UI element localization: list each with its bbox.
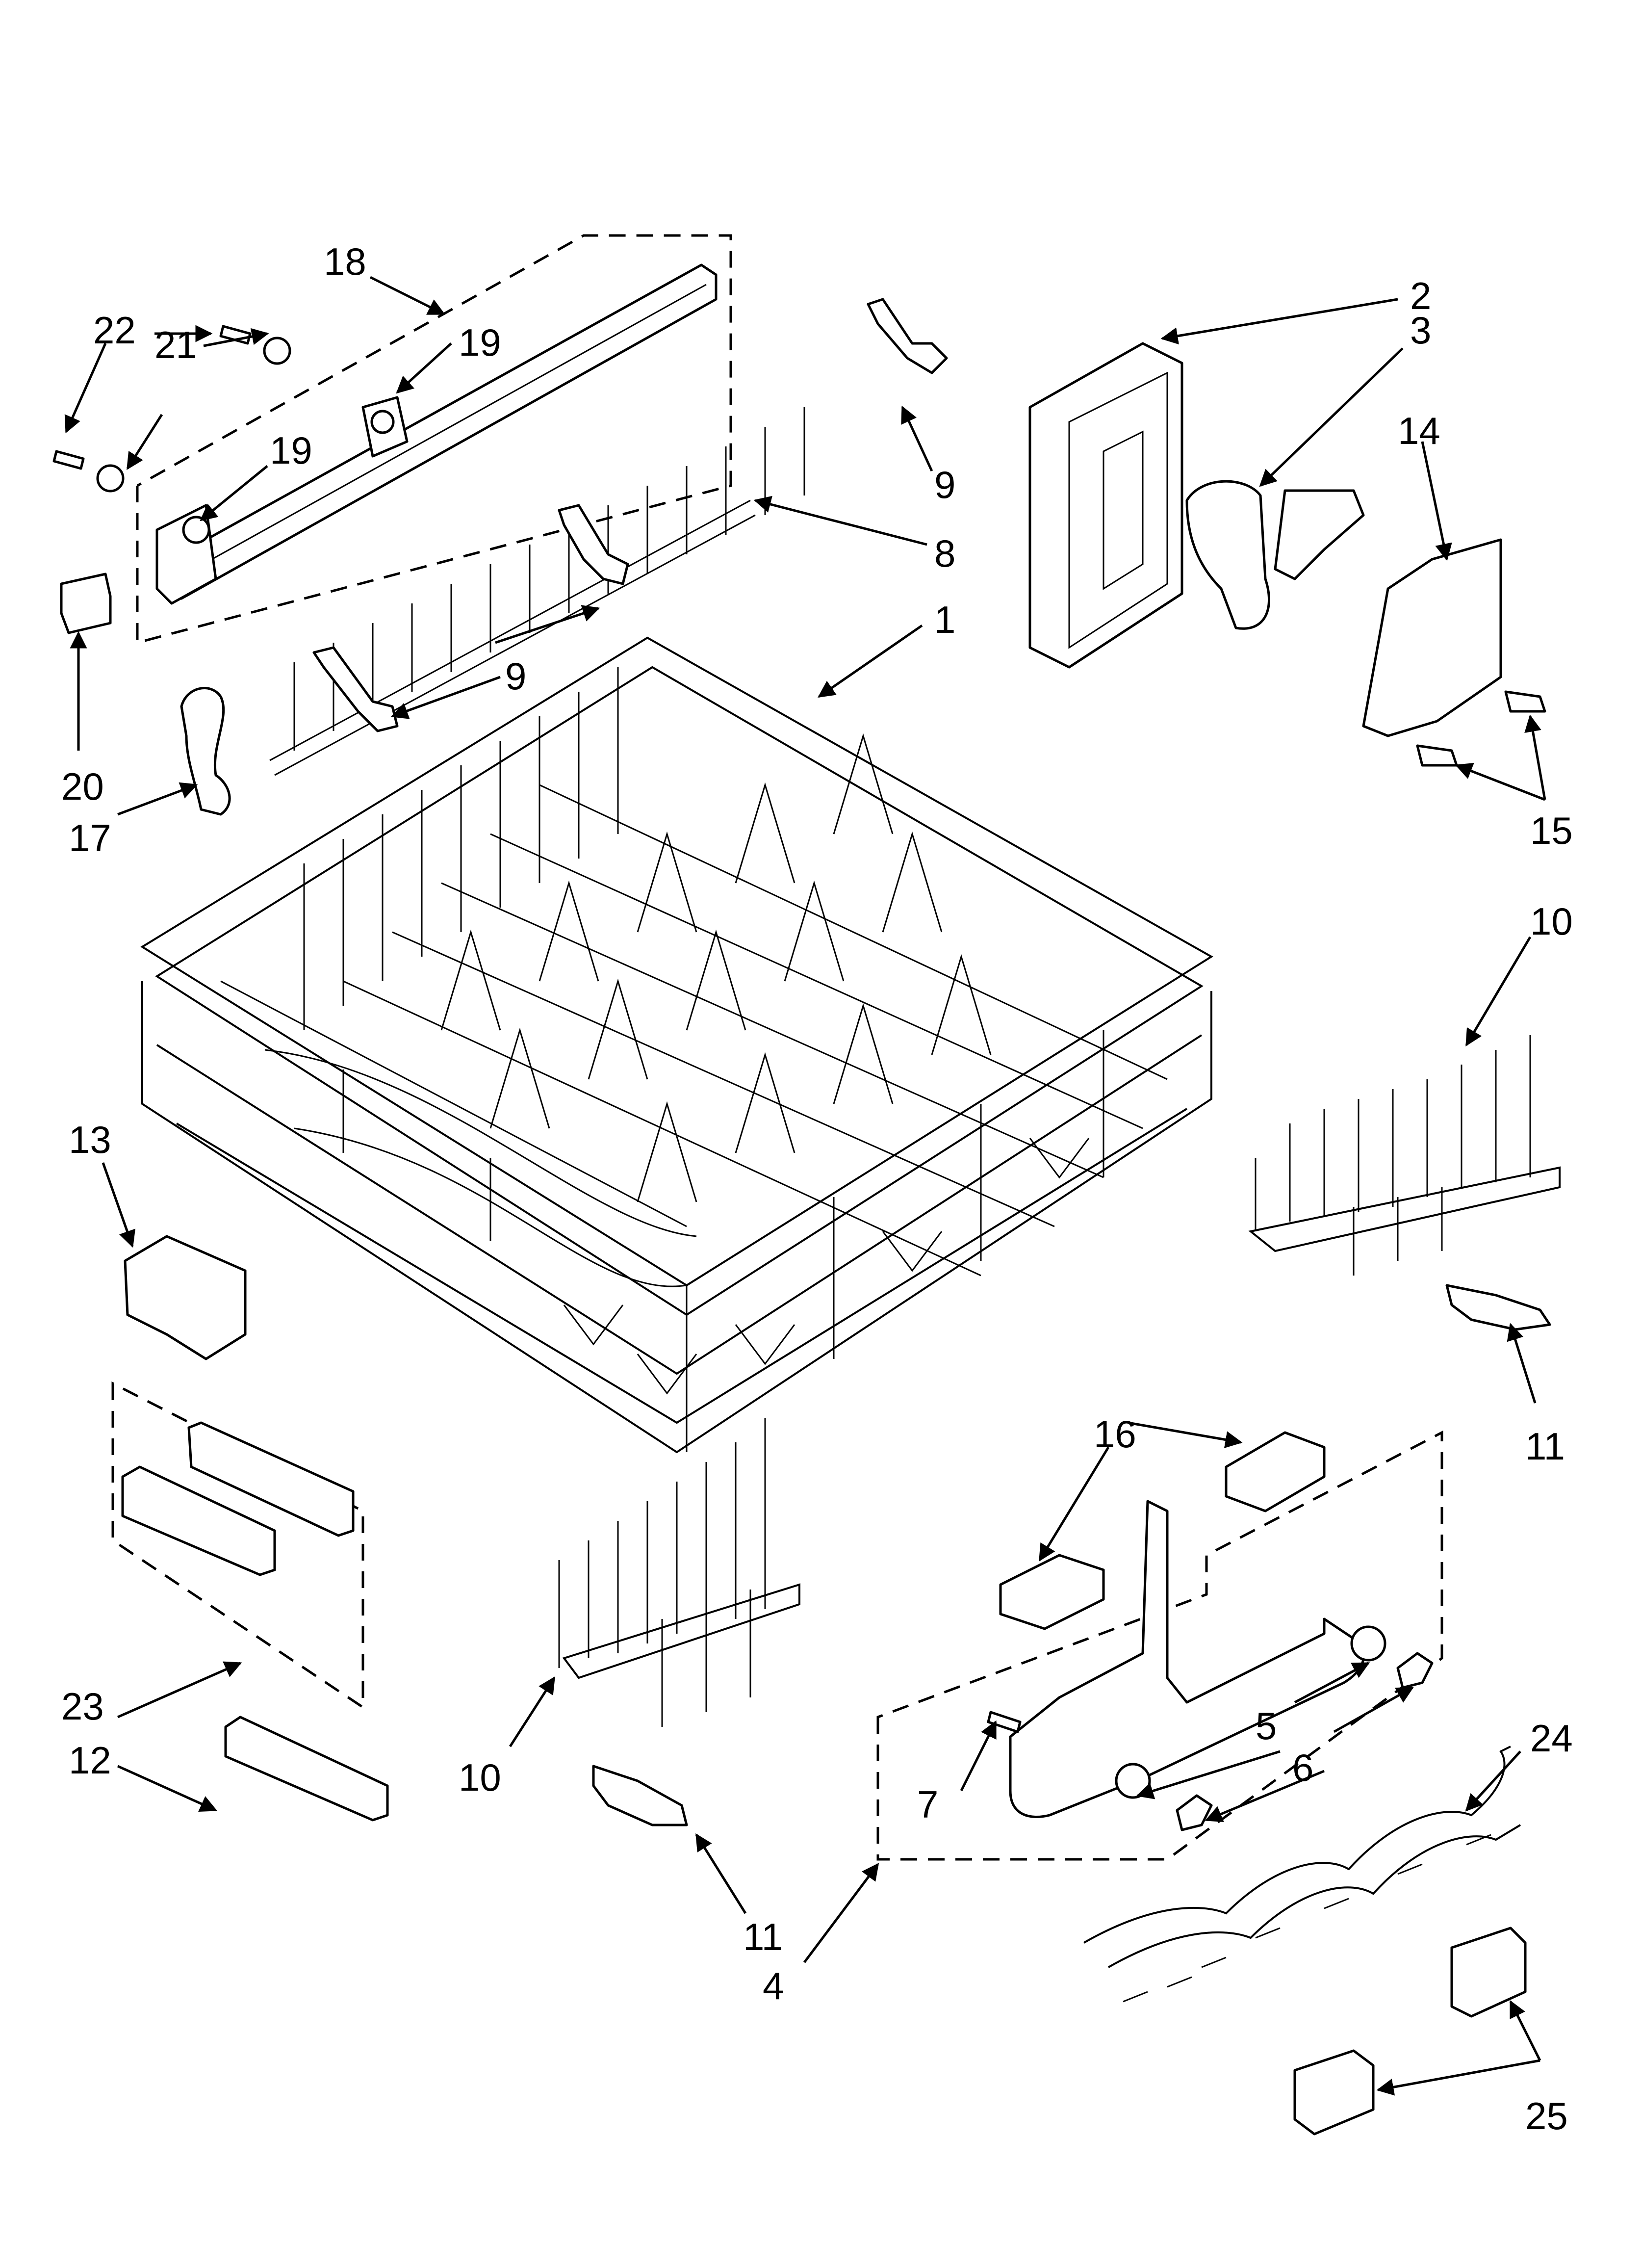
- screw-15-b: [1416, 744, 1458, 767]
- callout-25: 25: [1525, 2094, 1568, 2138]
- clip-11-right: [1445, 1284, 1551, 1331]
- callout-3: 3: [1410, 309, 1431, 352]
- callout-10-right: 10: [1530, 900, 1573, 943]
- wheel-5: [1350, 1625, 1386, 1662]
- leader-lines: [64, 276, 1546, 2096]
- callout-9-upper: 9: [934, 463, 955, 506]
- end-cap-20: [60, 573, 112, 634]
- callout-1: 1: [934, 598, 955, 641]
- callout-15: 15: [1530, 809, 1573, 852]
- clip-12: [224, 1716, 389, 1822]
- handle-3: [1185, 480, 1365, 630]
- clip-25-left: [1293, 2049, 1375, 2136]
- clip-11-bottom: [592, 1765, 688, 1826]
- callout-23: 23: [61, 1685, 104, 1728]
- callout-9-lower: 9: [505, 654, 526, 698]
- screw-22-bottom: [52, 450, 125, 493]
- cup-shelf-bumper: [121, 1465, 276, 1576]
- clip-13: [124, 1235, 247, 1360]
- upper-tine-row: [269, 407, 805, 776]
- clip-9-top: [867, 298, 948, 374]
- screw-7: [987, 1711, 1022, 1733]
- upper-dishrack: [140, 636, 1213, 1454]
- callout-17: 17: [69, 816, 111, 860]
- callout-20: 20: [61, 765, 104, 808]
- callout-19-lower: 19: [270, 429, 312, 472]
- callout-7: 7: [917, 1783, 938, 1826]
- callout-11-right: 11: [1525, 1425, 1565, 1468]
- callout-2: 2: [1410, 274, 1431, 317]
- clip-9-mid: [558, 504, 629, 585]
- callout-14: 14: [1398, 409, 1440, 452]
- screw-22-top: [219, 325, 291, 365]
- cup-shelf-bracket: [187, 1421, 355, 1537]
- callout-24: 24: [1530, 1717, 1573, 1760]
- axle-6-lower: [1176, 1794, 1213, 1831]
- tine-row-10-right: [1248, 1035, 1561, 1276]
- clip-9-left: [312, 646, 399, 732]
- callout-16: 16: [1094, 1412, 1136, 1456]
- callout-19-upper: 19: [459, 321, 501, 364]
- clip-16-left: [999, 1554, 1105, 1630]
- rack-adjuster-rail: [155, 263, 718, 605]
- clip-25-right: [1450, 1927, 1527, 2018]
- callout-5: 5: [1256, 1704, 1277, 1747]
- callout-11-bottom: 11: [743, 1915, 783, 1958]
- callout-8: 8: [934, 532, 955, 575]
- callout-12: 12: [69, 1739, 111, 1782]
- axle-6: [1396, 1652, 1434, 1689]
- callout-13: 13: [69, 1118, 111, 1161]
- callout-4: 4: [763, 1964, 784, 2007]
- rack-assembly-group-outline: [876, 1430, 1443, 1861]
- actuator-2: [1028, 342, 1183, 669]
- callout-21: 21: [154, 323, 197, 366]
- tine-row-10-bottom: [558, 1418, 800, 1727]
- callout-6: 6: [1292, 1746, 1313, 1789]
- screw-15-a: [1504, 690, 1546, 713]
- clip-16-right: [1225, 1431, 1326, 1512]
- callout-22: 22: [93, 309, 136, 352]
- callout-18: 18: [324, 240, 366, 283]
- stop-17: [180, 687, 231, 816]
- cover-14: [1362, 538, 1502, 737]
- callout-10-bottom: 10: [459, 1756, 501, 1799]
- fold-down-tines-24: [1083, 1746, 1521, 2003]
